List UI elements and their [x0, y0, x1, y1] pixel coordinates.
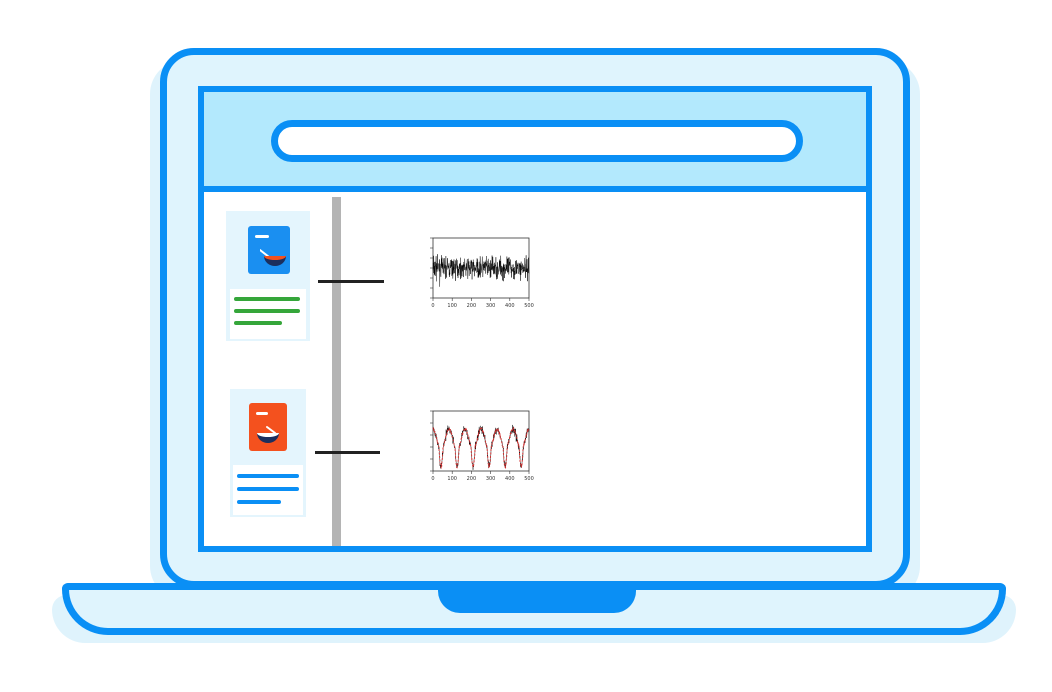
document-card-1[interactable]	[226, 211, 310, 341]
x-tick-label: 500	[524, 476, 534, 482]
document-icon-2	[249, 403, 287, 451]
document-card-2[interactable]	[230, 389, 306, 517]
x-tick-label: 0	[431, 476, 434, 482]
text-line	[237, 500, 281, 504]
document-title-mark	[255, 235, 269, 238]
x-tick-label: 400	[505, 476, 515, 482]
plot-frame	[432, 410, 530, 472]
x-tick-label: 0	[431, 303, 434, 309]
series-line-2	[432, 426, 530, 470]
laptop-notch	[438, 583, 636, 613]
line-plot-icon: 0 100 200 300 400 500	[395, 405, 535, 500]
line-plot-icon: 0 100 200 300 400 500	[395, 232, 535, 327]
x-tick-label: 100	[447, 476, 457, 482]
document-title-mark	[256, 412, 268, 415]
series-line-1	[432, 254, 530, 287]
document-icon-1	[248, 226, 290, 274]
document-text-panel-1	[230, 289, 306, 339]
bowl-icon	[260, 249, 286, 266]
connector-line-2	[315, 451, 380, 454]
search-bar[interactable]	[271, 120, 803, 162]
text-line	[234, 309, 300, 313]
x-tick-label: 300	[486, 303, 496, 309]
x-tick-label: 500	[524, 303, 534, 309]
document-text-panel-2	[233, 465, 303, 515]
x-tick-label: 300	[486, 476, 496, 482]
x-tick-label: 200	[467, 303, 477, 309]
text-line	[237, 474, 299, 478]
sidebar-divider	[332, 197, 341, 546]
x-tick-label: 200	[467, 476, 477, 482]
x-tick-label: 100	[447, 303, 457, 309]
x-tick-label: 400	[505, 303, 515, 309]
connector-line-1	[318, 280, 384, 283]
text-line	[234, 321, 282, 325]
text-line	[234, 297, 300, 301]
bowl-icon	[257, 426, 279, 443]
text-line	[237, 487, 299, 491]
